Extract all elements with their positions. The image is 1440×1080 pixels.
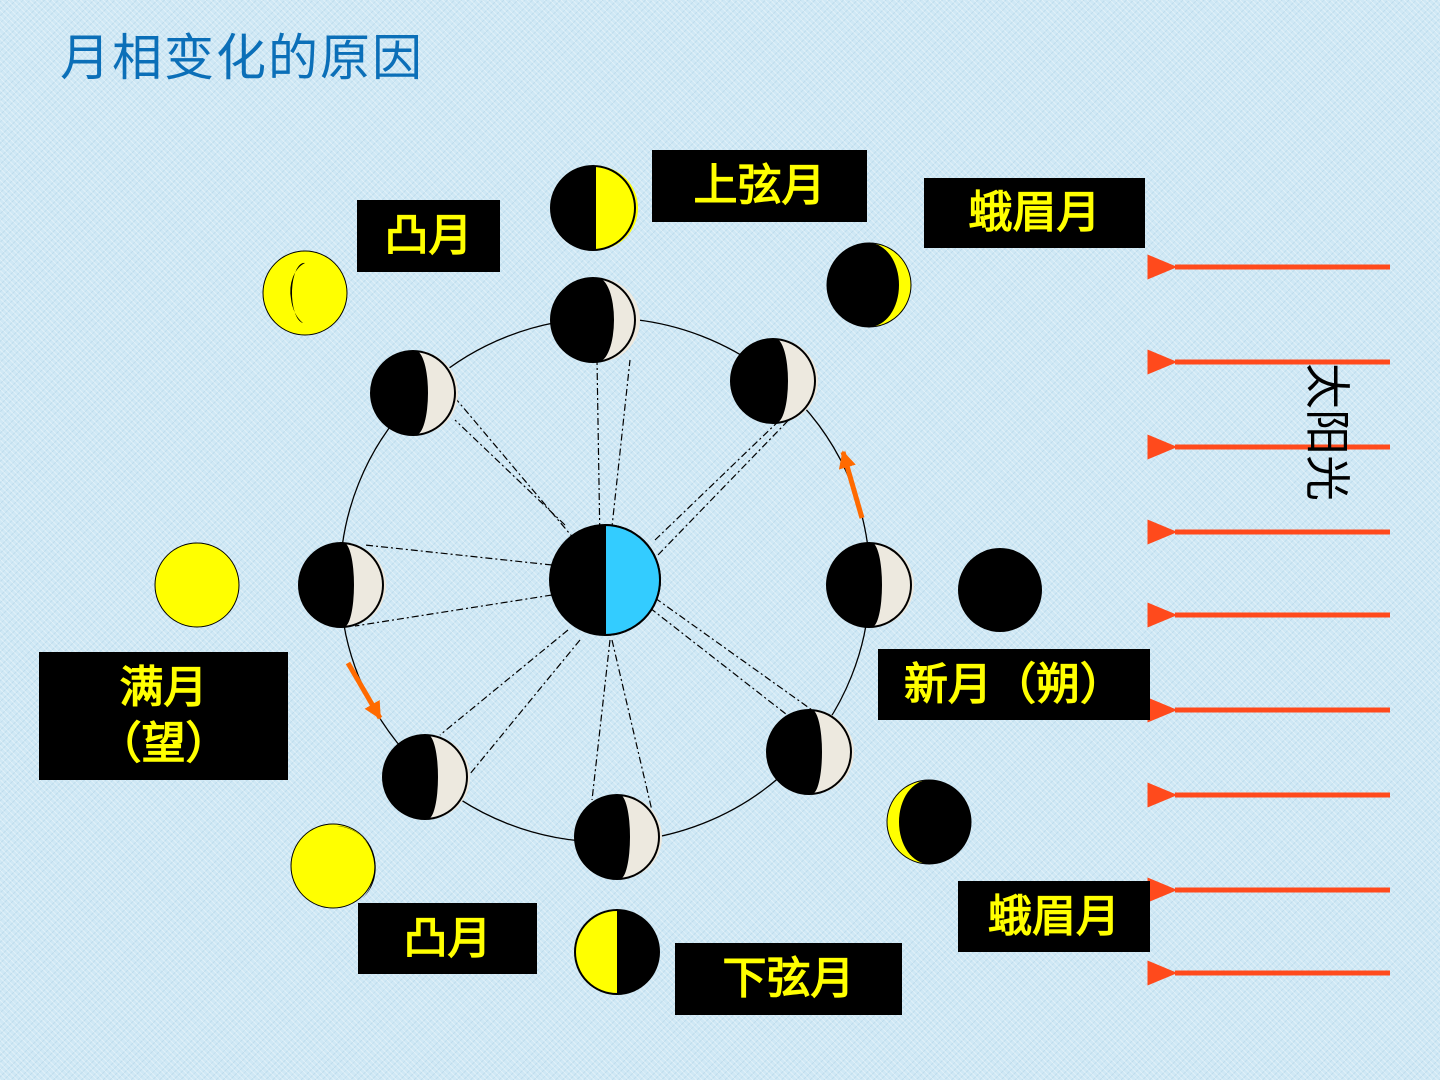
phase-first-quarter	[550, 165, 638, 251]
phase-waxing-crescent	[826, 242, 912, 328]
label-crescent-top: 蛾眉月	[924, 178, 1145, 248]
orbit-direction-arrow-left	[345, 661, 383, 720]
sight-lines	[354, 359, 813, 816]
label-first-quarter: 上弦月	[652, 150, 867, 222]
phase-waning-gibbous	[290, 823, 376, 909]
phase-new-moon	[958, 548, 1042, 632]
phase-last-quarter	[574, 909, 660, 995]
label-gibbous-bottom: 凸月	[358, 903, 537, 974]
orbit-moon-top-right	[730, 338, 818, 424]
sunlight-arrows	[1147, 254, 1390, 986]
orbit-moon-bottom	[574, 794, 662, 880]
orbit-moon-bottom-right	[766, 709, 854, 795]
phase-waxing-gibbous	[262, 250, 348, 336]
label-full-moon: 满月 （望）	[39, 652, 288, 780]
label-new-moon: 新月（朔）	[878, 649, 1150, 720]
orbit-moons	[298, 277, 914, 880]
label-full-moon-line2: （望）	[97, 718, 230, 769]
orbit-moon-top	[550, 277, 640, 363]
label-full-moon-line1: 满月	[119, 662, 208, 713]
earth	[549, 523, 661, 637]
phase-full-moon	[154, 542, 240, 628]
orbit-moon-left	[298, 542, 386, 628]
orbit-moon-right	[826, 542, 914, 628]
orbit-moon-top-left	[370, 350, 458, 436]
label-crescent-bottom: 蛾眉月	[958, 881, 1150, 952]
label-gibbous-top: 凸月	[357, 200, 500, 272]
label-last-quarter: 下弦月	[675, 943, 902, 1015]
page-title: 月相变化的原因	[60, 29, 424, 87]
orbit-direction-arrow-right	[838, 450, 865, 519]
sunlight-label: 太阳光	[1300, 363, 1354, 501]
orbit-moon-bottom-left	[382, 734, 470, 820]
phase-waning-crescent	[886, 779, 972, 865]
